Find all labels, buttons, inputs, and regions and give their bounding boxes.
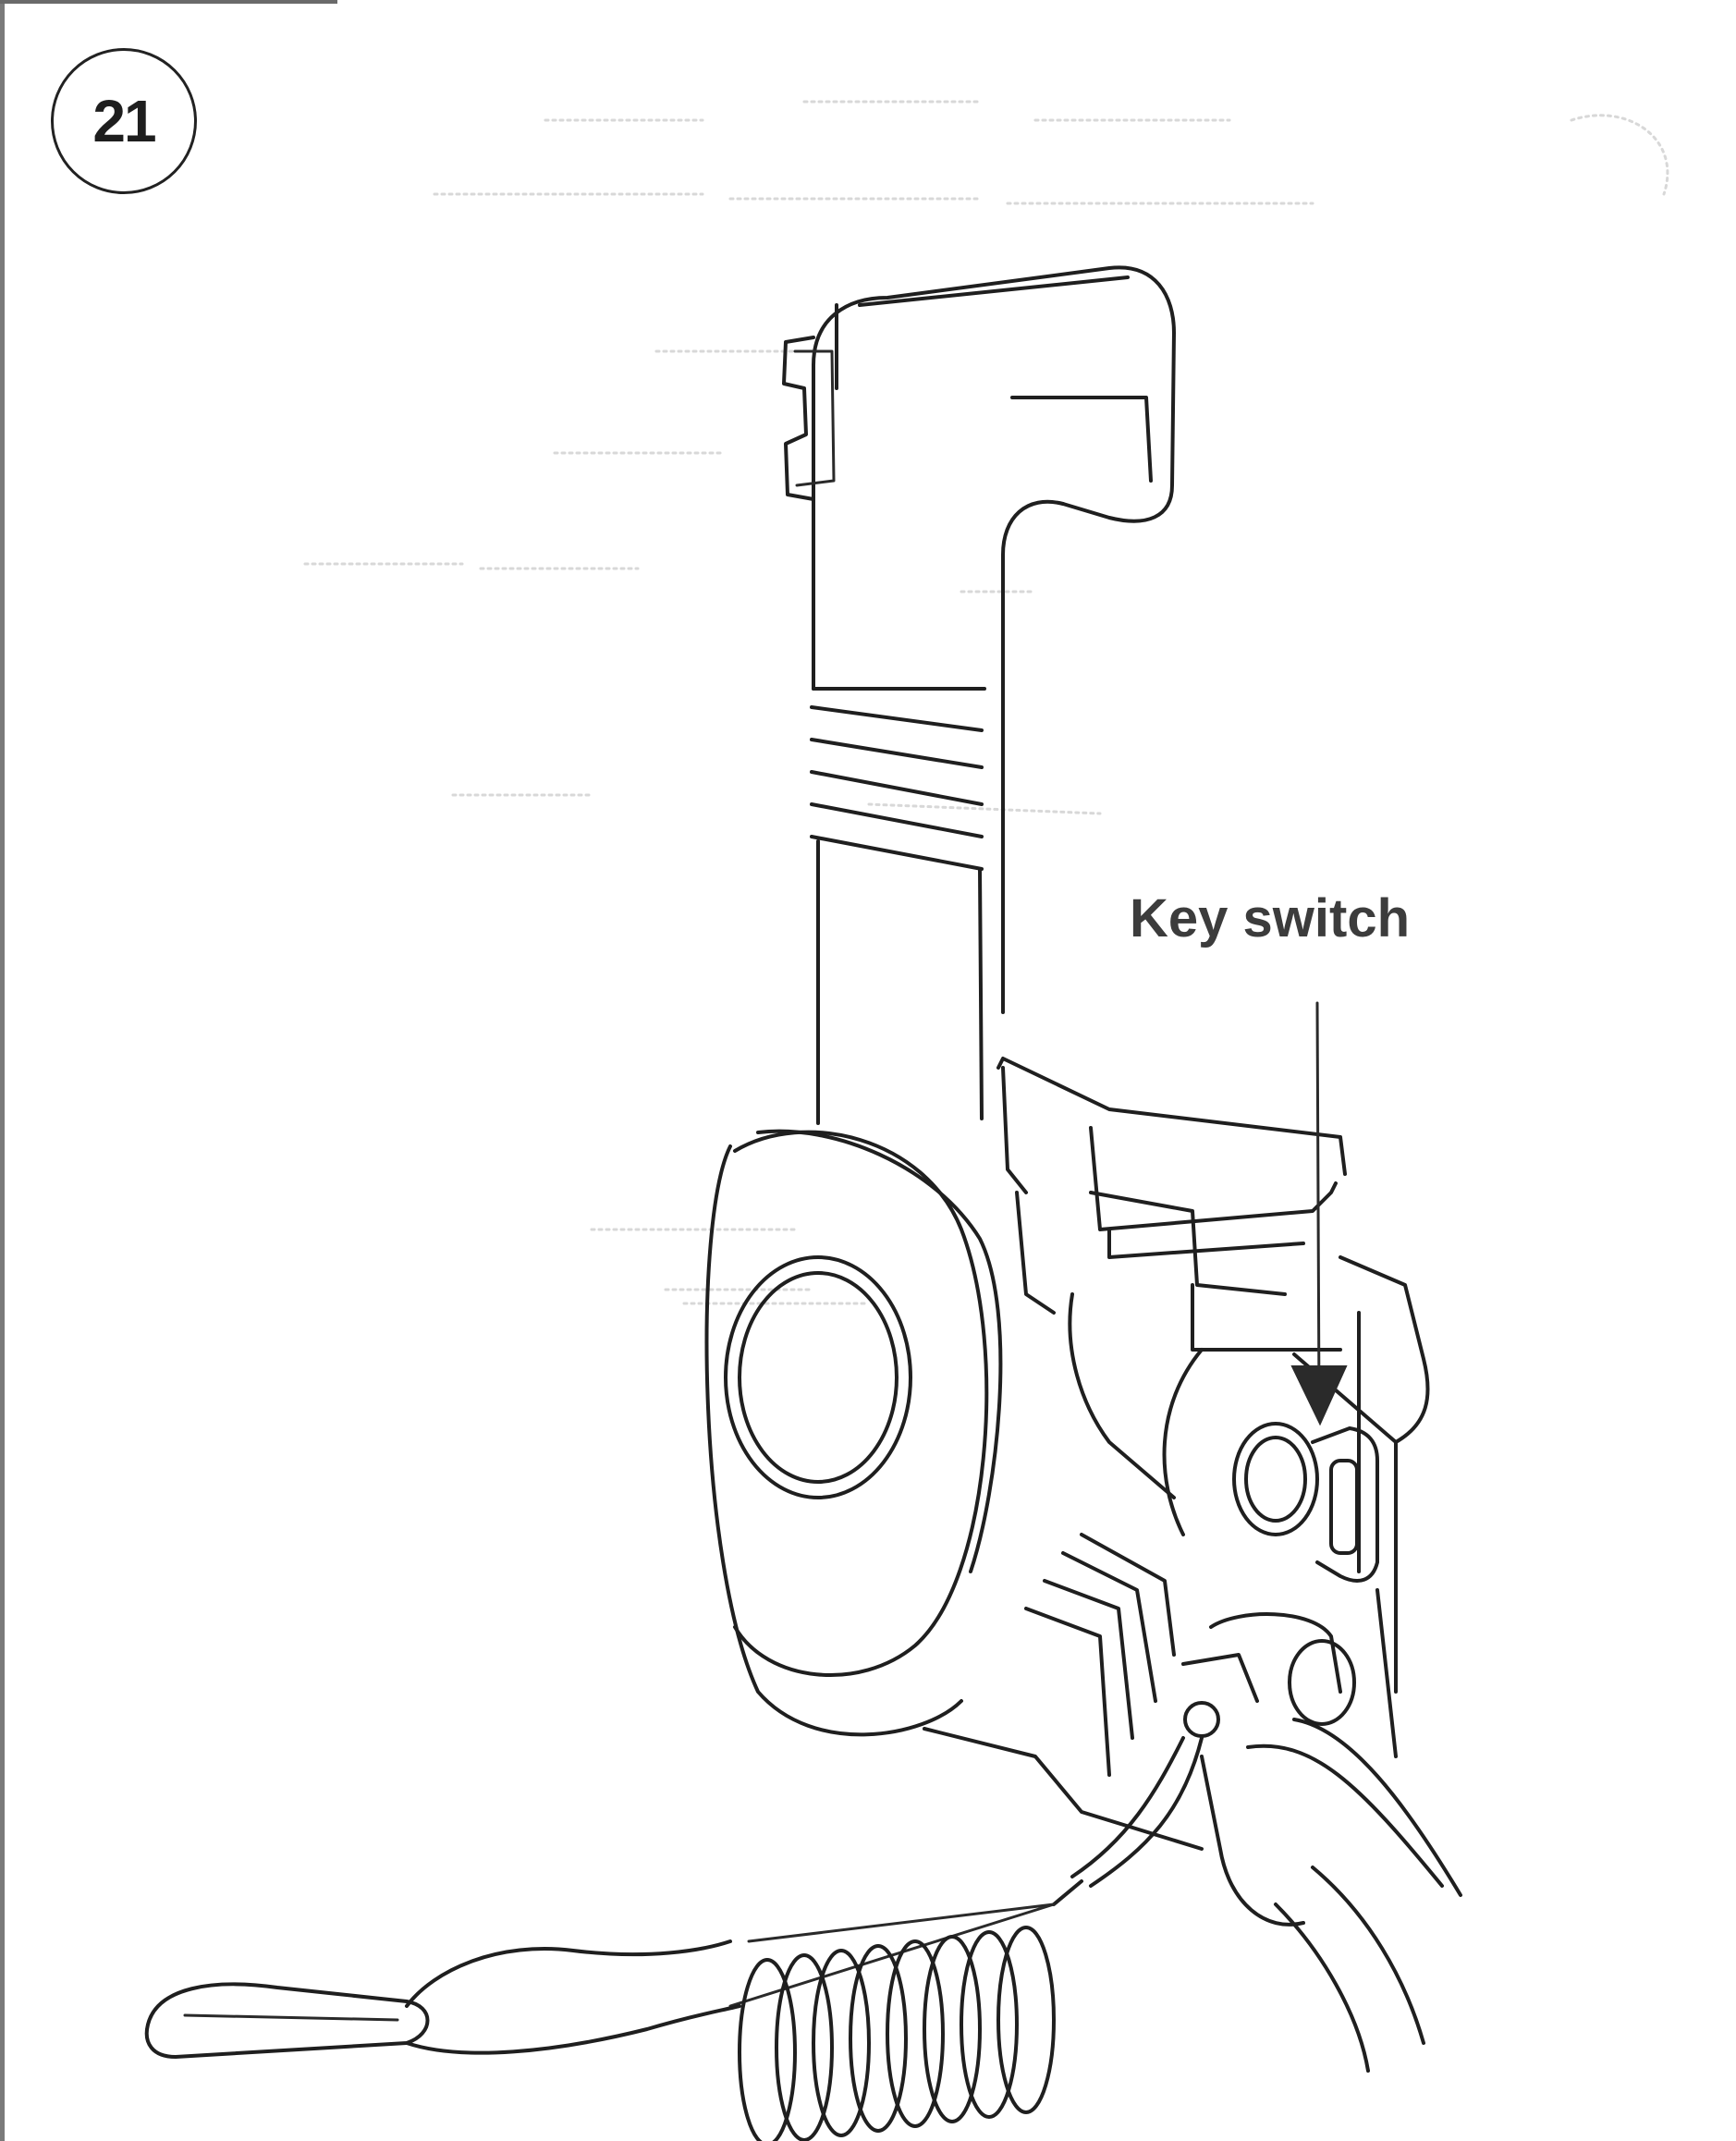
figure-number-badge: 21 [51,48,197,194]
page-left-border [0,0,5,2141]
key-switch-label: Key switch [1130,888,1410,948]
figure-number: 21 [92,88,156,154]
down-arrow-icon [1290,1365,1348,1426]
lever-hub [704,1129,1003,1737]
control-box-housing [923,1057,1462,2073]
bleed-through-marks [303,100,1669,1305]
page-top-border [0,0,337,4]
emergency-stop-lanyard [144,1701,1220,2141]
control-lever [782,265,1176,1125]
key-switch-pointer [1290,1001,1348,1426]
coiled-cord [738,1926,1056,2141]
